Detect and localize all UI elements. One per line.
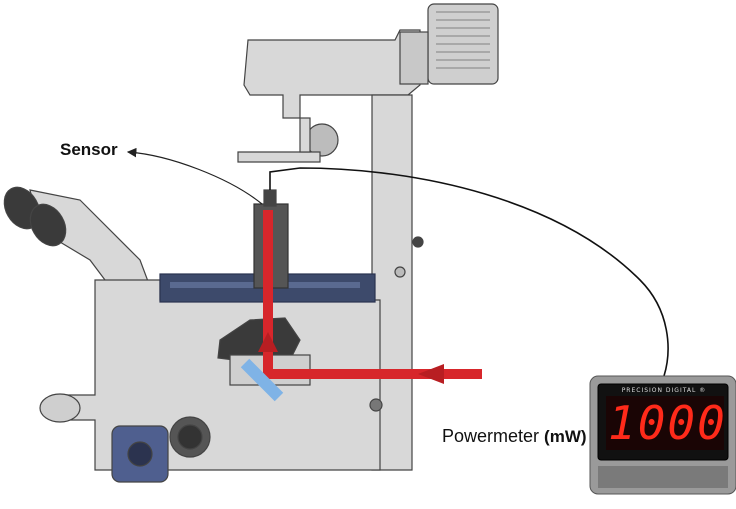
- powermeter-name: Powermeter: [442, 426, 540, 446]
- beam-horizontal: [272, 369, 482, 379]
- powermeter-reading: 1000: [608, 396, 727, 450]
- sensor-pointer-arrow: [126, 147, 263, 205]
- powermeter-unit: (mW): [544, 427, 587, 446]
- beam-direction-arrow-left: [418, 364, 444, 384]
- powermeter-brand: PRECISION DIGITAL ®: [621, 387, 707, 394]
- beam-direction-arrow-up: [258, 332, 278, 352]
- microscope-top-arm: [243, 29, 421, 119]
- sensor-cable: [269, 167, 669, 377]
- laser-beam: [258, 210, 482, 384]
- powermeter-device: [589, 375, 736, 495]
- objective-turret: [217, 317, 301, 363]
- dichroic-mirror: [240, 358, 284, 402]
- condenser-knob: [305, 123, 339, 157]
- sensor-label: Sensor: [60, 140, 118, 159]
- powermeter-label: Powermeter (mW): [442, 426, 587, 447]
- beam-vertical: [263, 210, 273, 379]
- microscope: [3, 3, 499, 483]
